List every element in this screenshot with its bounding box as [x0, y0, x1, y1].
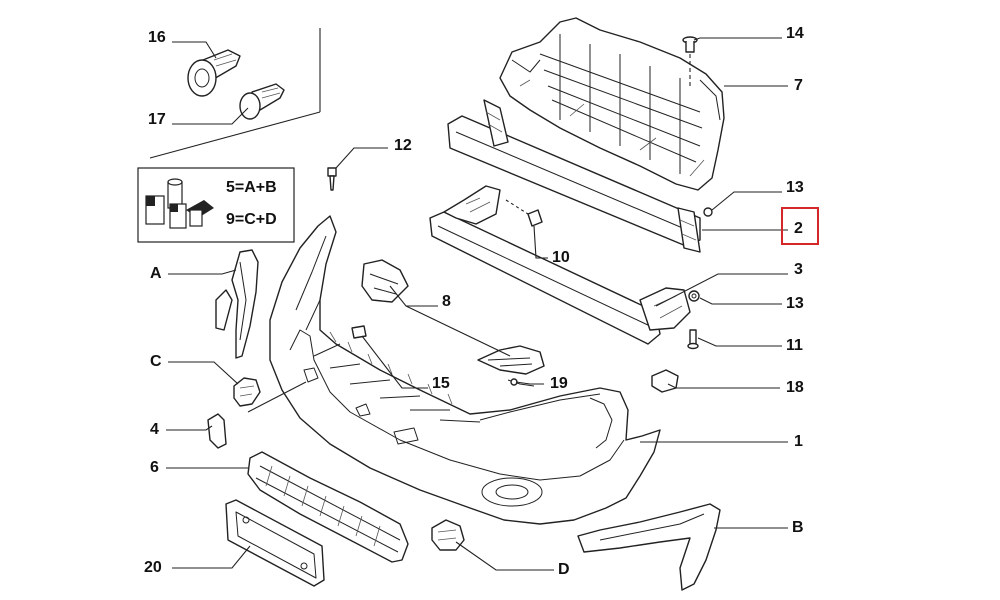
part-11-bolt[interactable]	[687, 329, 699, 350]
callout-2[interactable]: 2	[794, 220, 803, 237]
callout-1[interactable]: 1	[794, 433, 803, 450]
highlight-frame	[781, 207, 819, 245]
callout-11[interactable]: 11	[786, 337, 803, 354]
part-13-nut-upper[interactable]	[703, 207, 713, 217]
callout-6[interactable]: 6	[150, 459, 159, 476]
part-B-right-deflector[interactable]	[577, 503, 721, 591]
callout-15[interactable]: 15	[432, 375, 450, 392]
callout-17[interactable]: 17	[148, 111, 166, 128]
callout-A[interactable]: A	[150, 265, 162, 282]
callout-7[interactable]: 7	[794, 77, 803, 94]
part-16-clip[interactable]	[187, 49, 241, 97]
callout-14[interactable]: 14	[786, 25, 804, 42]
part-14-screw[interactable]	[682, 36, 698, 86]
callout-3[interactable]: 3	[794, 261, 803, 278]
callout-18[interactable]: 18	[786, 379, 804, 396]
callout-8[interactable]: 8	[442, 293, 451, 310]
part-1-bumper-cover[interactable]	[269, 215, 661, 525]
part-15-clip[interactable]	[351, 325, 367, 339]
callout-19[interactable]: 19	[550, 375, 568, 392]
leader-lines	[166, 37, 788, 571]
callout-13-upper[interactable]: 13	[786, 179, 804, 196]
part-7-upper-crossmember[interactable]	[499, 17, 725, 191]
kit-legend-box: 5=A+B 9=C+D	[137, 167, 295, 243]
part-2-crossbeam[interactable]	[447, 99, 701, 253]
part-8-mount-brackets[interactable]	[361, 259, 545, 375]
callout-16[interactable]: 16	[148, 29, 166, 46]
part-18-connector[interactable]	[651, 369, 679, 393]
legend-line-2: 9=C+D	[226, 211, 277, 228]
legend-frame	[137, 167, 295, 243]
part-12-screw[interactable]	[327, 167, 337, 191]
callout-labels: 16 17 14 7 12 13 2 3 13 11 10 8 A C 15 1…	[144, 25, 819, 578]
part-10-clip[interactable]	[505, 199, 543, 227]
part-6-lower-grille[interactable]	[247, 451, 409, 563]
part-4-bracket[interactable]	[207, 413, 227, 449]
legend-line-1: 5=A+B	[226, 179, 277, 196]
callout-C[interactable]: C	[150, 353, 162, 370]
part-D-lamp-cover[interactable]	[431, 519, 465, 551]
callout-4[interactable]: 4	[150, 421, 159, 438]
kit-icon	[145, 178, 214, 229]
callout-D[interactable]: D	[558, 561, 570, 578]
callout-20[interactable]: 20	[144, 559, 162, 576]
callout-12[interactable]: 12	[394, 137, 412, 154]
callout-13-lower[interactable]: 13	[786, 295, 804, 312]
part-17-clip[interactable]	[239, 83, 285, 120]
part-13-nut-lower[interactable]	[688, 290, 700, 302]
part-20-plate-holder[interactable]	[225, 499, 325, 587]
part-A-left-deflector[interactable]	[215, 249, 259, 359]
callout-10[interactable]: 10	[552, 249, 570, 266]
section-divider	[149, 28, 321, 159]
part-3-bracket-beam[interactable]	[429, 185, 691, 345]
callout-B[interactable]: B	[792, 519, 804, 536]
part-C-lamp-cover[interactable]	[233, 377, 261, 407]
